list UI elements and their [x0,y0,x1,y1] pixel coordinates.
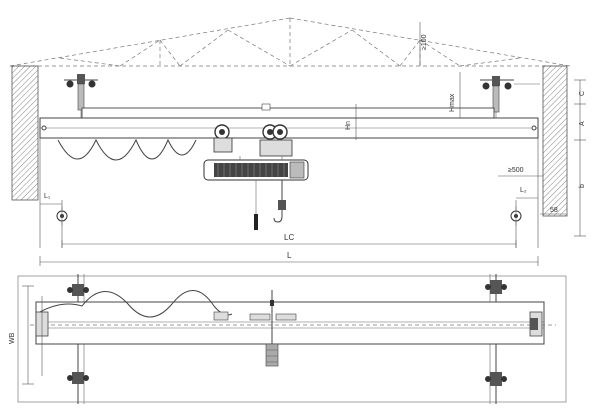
label-wb: WB [9,332,16,344]
plan-left-wheels [67,284,89,384]
label-b: b [579,184,586,188]
dim-h100: ≥100 [419,22,428,66]
label-hmax: Hmax [449,93,456,112]
dim-hmax: Hmax [449,72,461,118]
right-wall-column [542,65,568,217]
label-l: L [287,251,292,260]
festoon-cable-elevation [57,138,197,161]
label-h100: ≥100 [421,34,428,50]
label-l1: L₁ [44,193,51,200]
left-suspension-trolley [64,74,98,118]
dim-l: L [39,251,539,266]
dim-l1: L₁ [40,193,62,205]
main-girder-elevation [39,103,539,139]
left-end-clamp [56,206,68,226]
label-c: C [579,91,586,96]
label-500: ≥500 [508,167,524,174]
dim-lc: LC [61,233,517,248]
festoon-cable-plan [39,290,233,318]
dim-right-vertical: C A b [574,79,586,237]
hoist-trolley [203,124,309,181]
right-end-clamp [510,206,522,226]
plan-right-wheels [485,280,507,386]
label-a: A [579,121,586,126]
dim-l2: L₂ [516,187,538,199]
label-hn: Hn [345,121,352,130]
left-wall-column [11,65,39,201]
roof-truss [9,17,571,67]
label-lc: LC [284,233,294,242]
label-58: 58 [550,207,558,214]
dim-hn: Hn [345,104,357,140]
dim-58: 58 [540,207,566,215]
dim-500: ≥500 [498,167,543,177]
hook-block [273,180,286,223]
pendant-controller [254,180,258,230]
label-l2: L₂ [520,187,527,194]
plan-view: WB [9,274,567,404]
